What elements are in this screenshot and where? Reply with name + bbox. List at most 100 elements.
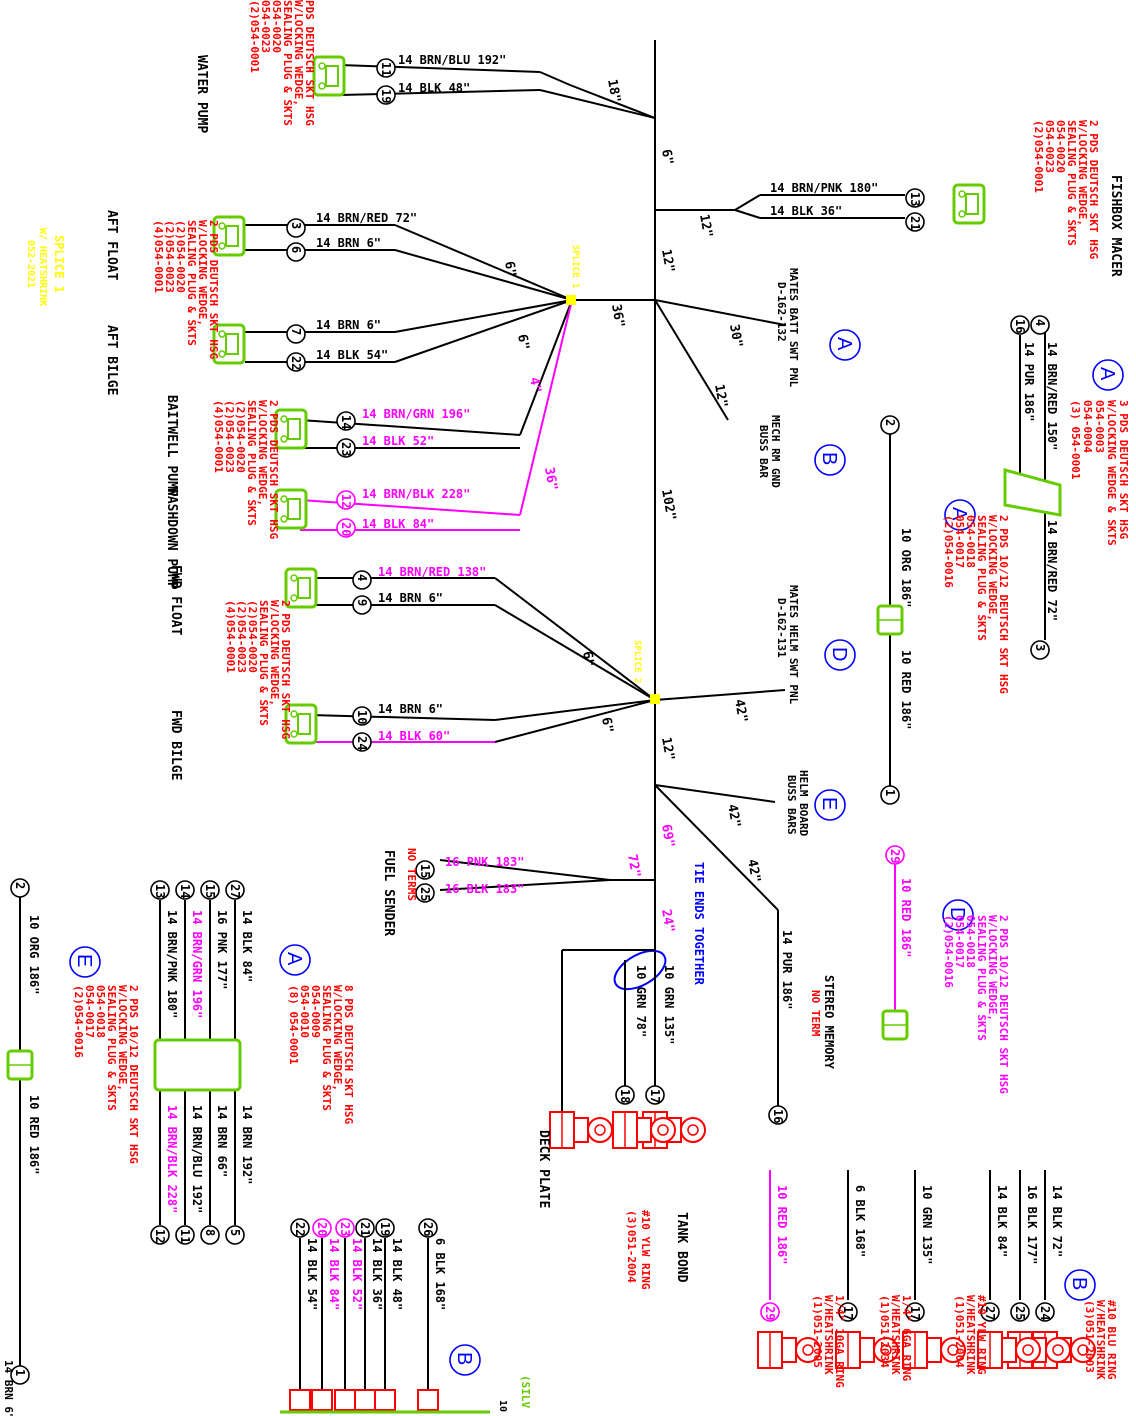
wire-label: 10 GRN 135": [662, 965, 676, 1044]
tank-ring-spec: (3)051-2004: [625, 1210, 638, 1283]
pin-circle: [905, 1302, 925, 1322]
pin-number: 24: [355, 736, 369, 750]
aft-spec-line: W/LOCKING WEDGE,: [196, 220, 209, 326]
wire-fwd-float: [494, 604, 656, 701]
splice2-tag: SPLICE 2: [632, 640, 642, 683]
fwd-spec-line: (2)054-0020: [246, 600, 259, 673]
pin-circle: [290, 1218, 310, 1238]
pin-number: 7: [289, 328, 303, 335]
pin-number: 17: [841, 1306, 855, 1320]
segment-length: 6": [514, 333, 531, 351]
ring-ylw2-spec-line: W/HEATSHRINK: [964, 1295, 977, 1375]
dt12-a2-spec-line: 2 PDS 10/12 DEUTSCH SKT HSG: [997, 915, 1010, 1094]
pin-number: 25: [1013, 1306, 1027, 1320]
buss-terminal: [374, 1389, 396, 1411]
callout-letter: E: [73, 954, 95, 967]
pin-number: 1: [13, 1369, 27, 1376]
pin-circle: [336, 411, 356, 431]
pin-number: 18: [618, 1089, 632, 1103]
wire: [309, 714, 496, 721]
pin-circle: [415, 860, 435, 880]
pin-number: 24: [1038, 1306, 1052, 1320]
fishbox-spec-line: 2 PDS DEUTSCH SKT HSG: [1087, 120, 1100, 259]
wire-label: 14 PUR 186": [780, 930, 794, 1009]
wire-label: 14 BRN 192": [240, 1105, 254, 1184]
fishbox-spec-line: 054-0023: [1043, 120, 1056, 173]
branch-fishbox: [734, 194, 761, 211]
dt12-d-spec-line: 2 PDS 10/12 DEUTSCH SKT HSG: [127, 985, 140, 1164]
mates-batt: D-162-132: [775, 282, 788, 342]
pin-number: 27: [983, 1306, 997, 1320]
pin-number: 20: [315, 1222, 329, 1236]
no-term: NO TERM: [809, 990, 822, 1037]
fwd-spec-line: 2 PDS DEUTSCH SKT HSG: [279, 600, 292, 739]
callout-circle: [942, 899, 974, 931]
connector-wedge: [225, 225, 239, 247]
connector-pin: [218, 222, 226, 230]
wire-baitwell: [519, 299, 573, 436]
baitwell-spec-line: (2)054-0023: [223, 400, 236, 473]
dt12-a-spec-line: 2 PDS 10/12 DEUTSCH SKT HSG: [997, 515, 1010, 694]
wire-label: 14 BLK 84": [327, 1238, 341, 1310]
wire-label: 10 RED 186": [27, 1095, 41, 1174]
fishbox-title: FISHBOX MACER: [1108, 175, 1123, 277]
pin-circle: [376, 85, 396, 105]
washdown-title: WASHDOWN PUMP: [164, 488, 179, 590]
baitwell-spec-line: 2 PDS DEUTSCH SKT HSG: [267, 400, 280, 539]
wire-label: 14 BLK 84": [995, 1185, 1009, 1257]
callout-letter: D: [946, 907, 968, 921]
segment-length: 30": [726, 323, 745, 349]
wire: [339, 64, 541, 73]
tie-ends-text: TIE ENDS TOGETHER: [692, 862, 706, 986]
pin-circle: [1010, 315, 1030, 335]
pin-number: 29: [888, 849, 902, 863]
pin-circle: [286, 218, 306, 238]
wire-label: 14 BRN/GRN 196": [190, 910, 204, 1018]
pin-circle: [768, 1105, 788, 1125]
connector-wedge: [287, 418, 301, 440]
wire-label: 6 BLK 168": [853, 1185, 867, 1257]
pin-circle: [336, 438, 356, 458]
eight-pin-spec-line: 054-0009: [309, 985, 322, 1038]
pin-circle: [905, 212, 925, 232]
wire-label: 14 PUR 186": [1022, 342, 1036, 421]
segment-length: 18": [604, 78, 623, 104]
pin-circle: [150, 880, 170, 900]
callout-letter: A: [1096, 367, 1118, 381]
ring-10ga-spec-line: W/HEATSHRINK: [822, 1295, 835, 1375]
fwd-float-title: FWD FLOAT: [168, 565, 183, 636]
pin-number: 3: [289, 222, 303, 229]
wire-label: 14 BRN/PNK 180": [165, 910, 179, 1018]
wire-label: 14 BRN/PNK 180": [770, 181, 878, 195]
connector-wedge: [225, 333, 239, 355]
segment-length: 12": [658, 248, 677, 274]
ring-hole: [594, 1124, 606, 1136]
pin-number: 15: [203, 884, 217, 898]
pin-number: 6: [289, 246, 303, 253]
three-pin-spec-line: W/LOCKING WEDGE & SKTS: [1105, 400, 1118, 546]
ring-6ga-spec-line: (1)051-2034: [878, 1295, 891, 1368]
ring-eye: [1015, 1337, 1041, 1363]
pin-number: 12: [153, 1229, 167, 1243]
dt12-a-spec-line: SEALING PLUG & SKTS: [975, 515, 988, 641]
baitwell-spec-line: (2)054-0020: [234, 400, 247, 473]
ring-eye: [650, 1117, 676, 1143]
buss-terminal: [417, 1389, 439, 1411]
ring-barrel: [636, 1117, 652, 1143]
fwd-spec-line: SEALING PLUG & SKTS: [257, 600, 270, 726]
ring-blu-spec-line: W/HEATSHRINK: [1094, 1300, 1107, 1380]
fwd-bilge-title: FWD BILGE: [168, 710, 183, 780]
wire-fwd-bilge: [494, 699, 656, 743]
pin-circle: [10, 1365, 30, 1385]
ring-eye: [795, 1337, 821, 1363]
pin-circle: [200, 880, 220, 900]
pin-circle: [312, 1218, 332, 1238]
pin-circle: [415, 883, 435, 903]
fwd-spec-line: W/LOCKING WEDGE,: [268, 600, 281, 706]
pin-number: 26: [421, 1222, 435, 1236]
wire-label: 10 ORG 186": [27, 915, 41, 994]
ring-hole: [947, 1344, 959, 1356]
wire-label: 10 ORG 186": [899, 528, 913, 607]
segment-length: 6": [501, 260, 518, 278]
aft-bilge-title: AFT BILGE: [104, 325, 119, 395]
